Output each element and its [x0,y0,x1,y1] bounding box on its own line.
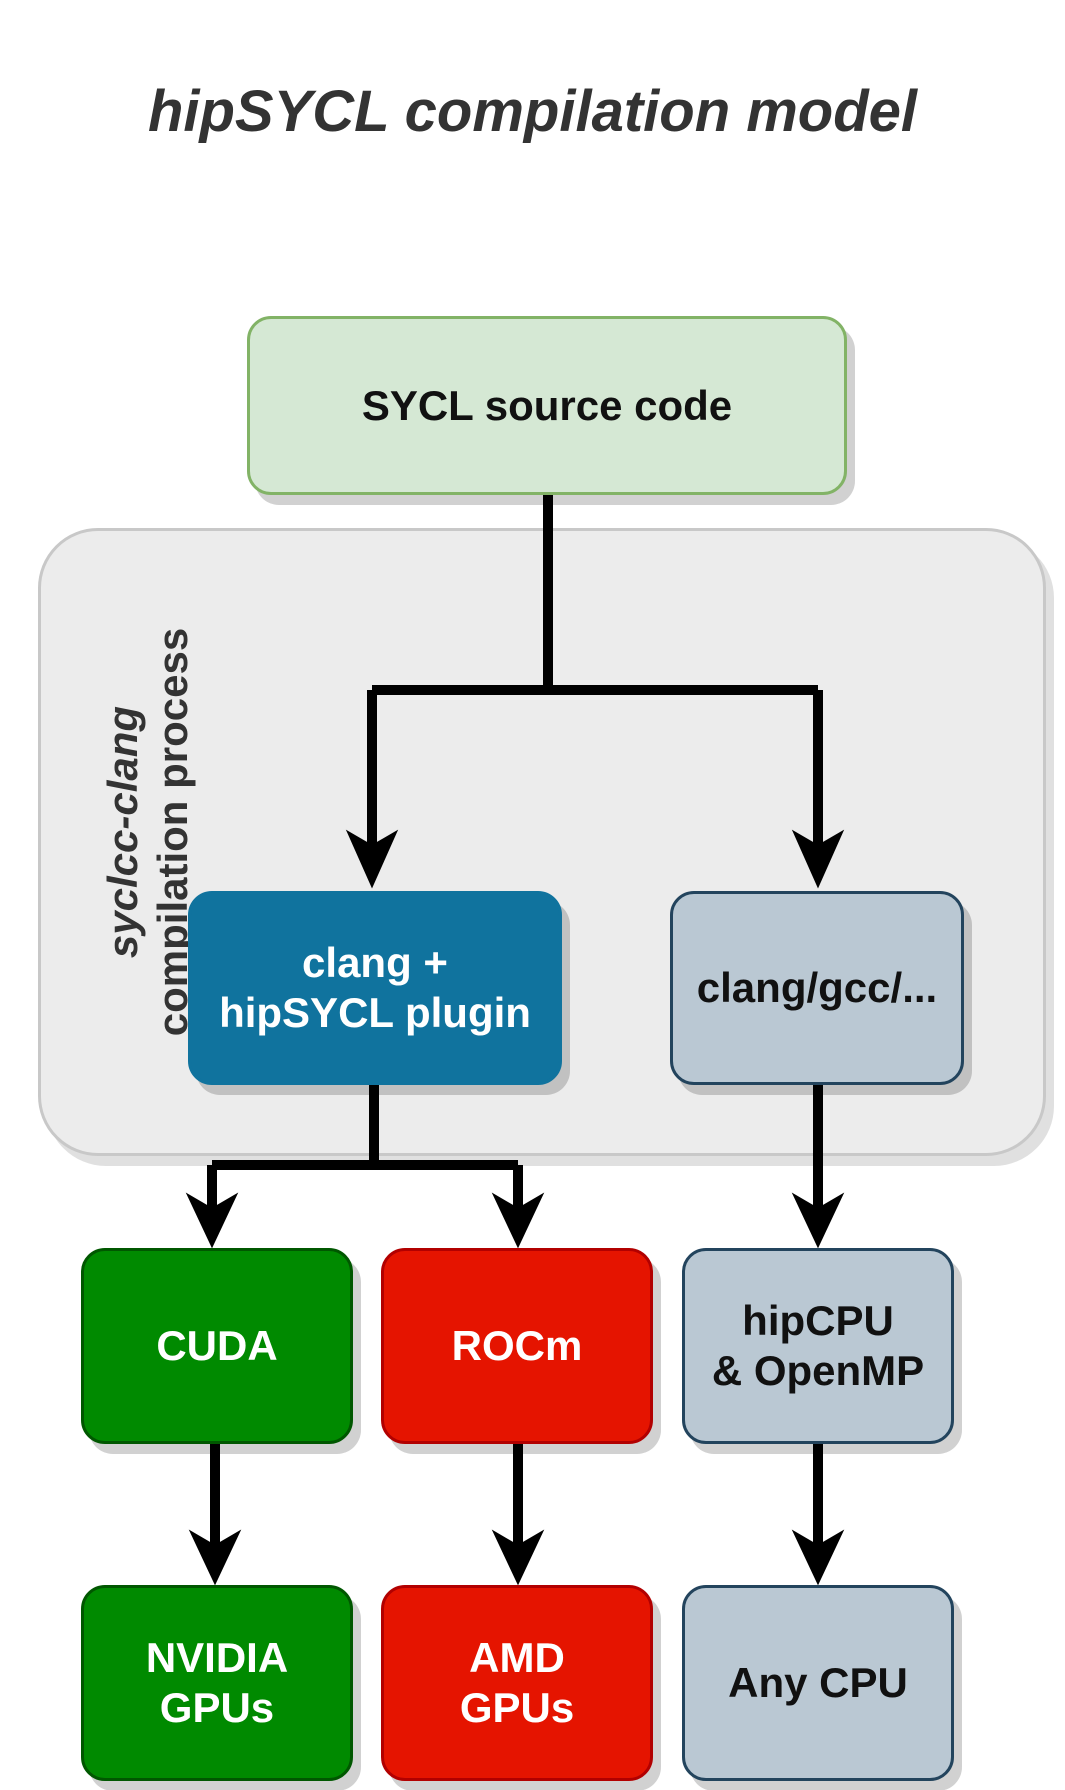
hipcpu-label-line1: hipCPU [742,1297,894,1344]
clang-plugin-node: clang + hipSYCL plugin [188,891,562,1085]
cuda-node: CUDA [81,1248,353,1444]
nvidia-label-line2: GPUs [159,1684,275,1731]
diagram-title: hipSYCL compilation model [147,79,918,144]
arrowhead-anycpu [791,1529,845,1586]
nvidia-gpus-node: NVIDIA GPUs [81,1585,353,1781]
arrowhead-cuda [185,1192,239,1249]
clang-plugin-label-line1: clang + [302,939,448,986]
any-cpu-node: Any CPU [682,1585,954,1781]
sycl-source-label: SYCL source code [361,381,733,429]
rocm-node: ROCm [381,1248,653,1444]
host-compiler-node: clang/gcc/... [670,891,964,1085]
amd-label-line1: AMD [469,1634,565,1681]
amd-label-line2: GPUs [459,1684,575,1731]
any-cpu-label: Any CPU [728,1659,908,1706]
arrowhead-hipcpu [791,1192,845,1249]
arrowhead-host-compiler [791,829,845,889]
rocm-label: ROCm [451,1322,583,1369]
amd-gpus-node: AMD GPUs [381,1585,653,1781]
nvidia-label-line1: NVIDIA [145,1634,289,1681]
hipcpu-node: hipCPU & OpenMP [682,1248,954,1444]
arrowhead-nvidia [188,1529,242,1586]
arrowhead-amd [491,1529,545,1586]
hipcpu-label-line2: & OpenMP [711,1347,925,1394]
cuda-label: CUDA [156,1322,278,1369]
arrowhead-rocm [491,1192,545,1249]
host-compiler-label: clang/gcc/... [696,964,938,1011]
arrowhead-plugin [345,829,399,889]
sycl-source-node: SYCL source code [247,316,847,495]
clang-plugin-label-line2: hipSYCL plugin [219,989,531,1036]
